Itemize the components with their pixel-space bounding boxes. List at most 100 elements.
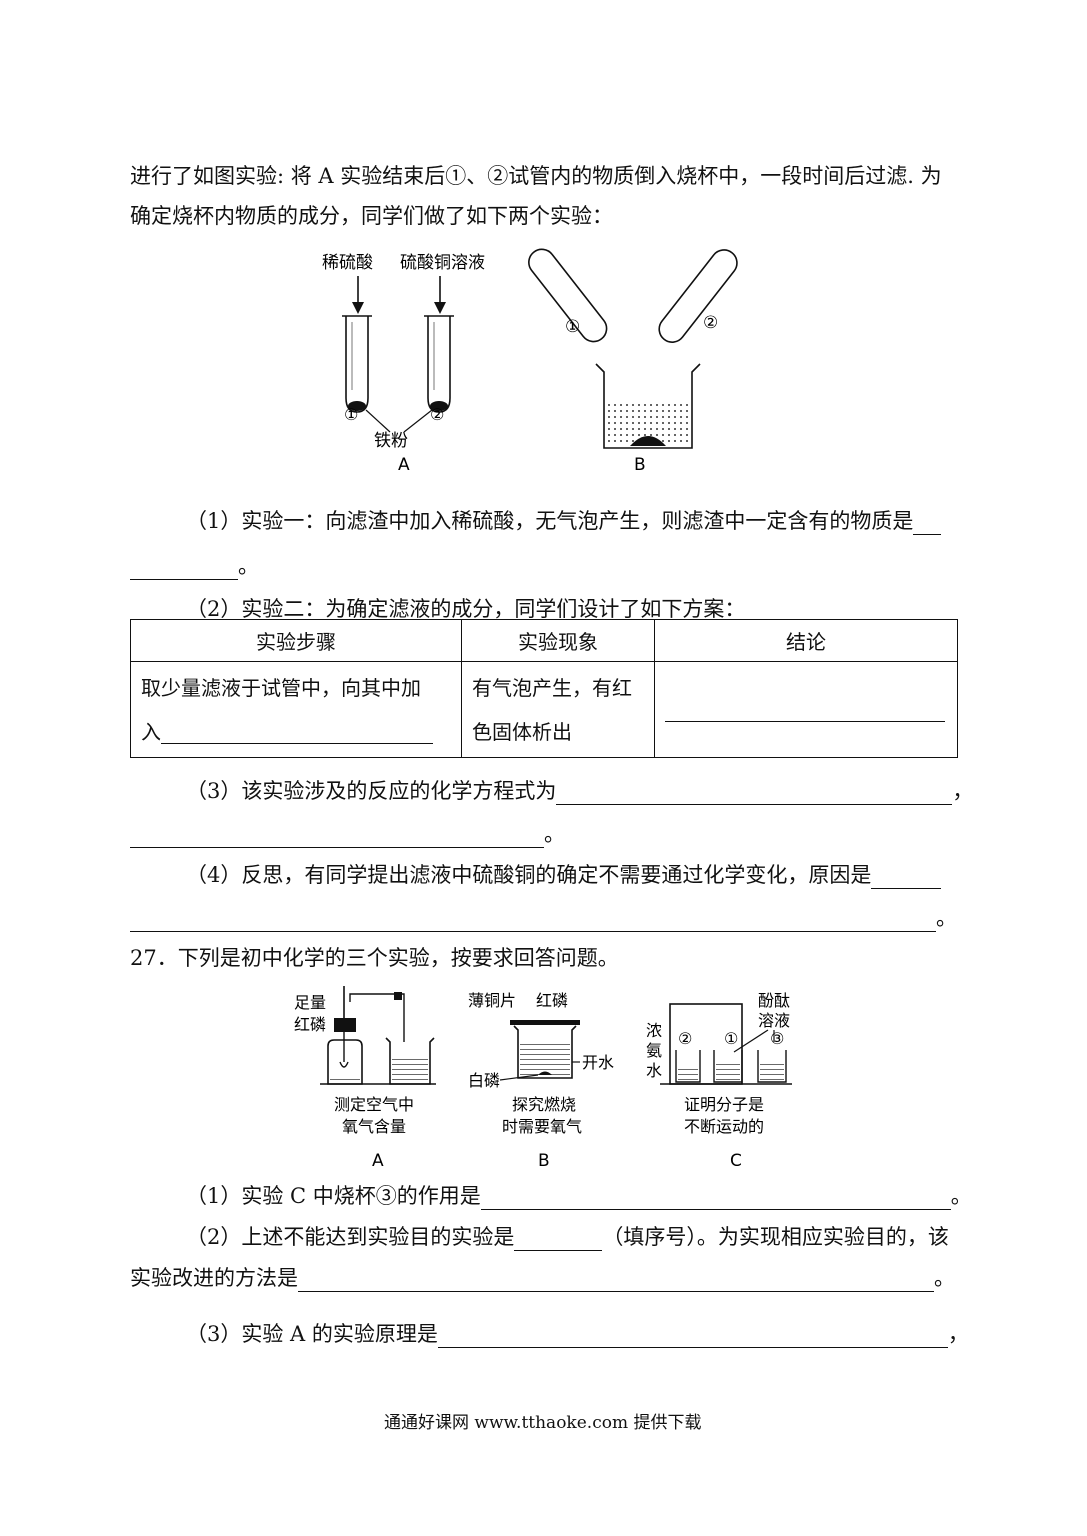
figure-label-a: A [398,455,410,475]
q27-part1-end: 。 [950,1184,972,1208]
b-label-red-phosphorus: 红磷 [536,991,568,1010]
iron-powder-label: 铁粉 [374,431,408,451]
test-tube-1 [345,316,369,413]
c-label-phenol-1: 酚酞 [758,991,790,1010]
b-label-hot-water: 开水 [582,1053,614,1072]
answer-blank-4a[interactable] [871,887,942,889]
answer-blank-27-3[interactable] [437,1346,948,1348]
page-footer: 通通好课网 www.tthaoke.com 提供下载 [384,1413,702,1433]
table-cell-conclusion [654,661,958,758]
q26-part2: （2）实验二：为确定滤液的成分，同学们设计了如下方案： [186,597,746,621]
b-label-white-phosphorus: 白磷 [468,1071,500,1090]
table-header-phenomenon: 实验现象 [461,619,655,662]
c-caption-1: 证明分子是 [684,1095,764,1114]
q26-part1: （1）实验一：向滤渣中加入稀硫酸，无气泡产生，则滤渣中一定含有的物质是 [186,505,942,535]
q26-part4-cont: 。 [130,902,957,932]
answer-blank-1b[interactable] [130,578,238,580]
step-line-2: 入 [141,719,161,744]
copper-sheet [510,1020,580,1025]
c-label-ammonia-2: 氨 [646,1041,662,1060]
intro-line-1: 进行了如图实验: 将 A 实验结束后①、②试管内的物质倒入烧杯中，一段时间后过滤… [130,164,942,188]
arrowhead-right [434,302,446,314]
c-figure-label: C [730,1151,742,1171]
a-caption-1: 测定空气中 [334,1095,414,1114]
q27-part2-end: 。 [934,1266,955,1290]
tube-1-label: ① [344,405,358,424]
q27-part2-text-a: （2）上述不能达到实验目的实验是 [186,1225,515,1249]
beaker-b2 [513,1025,577,1079]
a-figure-label: A [372,1151,384,1171]
q26-part4-end: 。 [936,906,957,930]
iron-powder-1 [348,401,366,411]
a-label-phosphorus-2: 红磷 [294,1015,326,1034]
label-copper-sulfate: 硫酸铜溶液 [400,253,485,273]
q26-part3-comma: ， [952,779,974,803]
beaker-c2 [675,1050,701,1083]
bottle-a [327,1039,363,1085]
table-cell-step: 取少量滤液于试管中，向其中加 入 [130,661,462,758]
b-caption-2: 时需要氧气 [502,1117,582,1136]
q27-part3-text: （3）实验 A 的实验原理是 [186,1322,438,1346]
figure-label-b: B [634,455,646,475]
q27-part1-text: （1）实验 C 中烧杯③的作用是 [186,1184,481,1208]
beaker-b [595,363,701,449]
phenomenon-line-1: 有气泡产生，有红 [472,675,632,700]
q27-part3: （3）实验 A 的实验原理是 ， [186,1318,969,1348]
q27-part2-text-c: 实验改进的方法是 [130,1266,298,1290]
answer-blank-reagent[interactable] [161,742,433,744]
beaker-c3 [757,1050,787,1083]
table-header-conclusion: 结论 [654,619,958,662]
figure-test-tubes: 稀硫酸 硫酸铜溶液 ① ② 铁粉 A ① ② [322,248,738,475]
q26-part3: （3）该实验涉及的反应的化学方程式为 ， [186,775,973,805]
q26-part3-text: （3）该实验涉及的反应的化学方程式为 [186,779,557,803]
q26-part1-text: （1）实验一：向滤渣中加入稀硫酸，无气泡产生，则滤渣中一定含有的物质是 [186,509,914,533]
q27-part2: （2）上述不能达到实验目的实验是 （填序号）。为实现相应实验目的，该 [186,1221,949,1251]
iron-powder-2 [430,401,448,411]
c-beaker-1-label: ① [724,1029,738,1048]
stopper-a [334,1018,356,1032]
figure-three-experiments: 足量 红磷 测定空气中 氧气含量 A 薄铜片 红磷 开水 白磷 探究燃烧 时需要… [294,986,792,1171]
answer-blank-conclusion[interactable] [665,720,945,722]
connecting-tube-a [349,993,405,1042]
q26-part4-text: （4）反思，有同学提出滤液中硫酸铜的确定不需要通过化学变化，原因是 [186,863,872,887]
b-label-copper-sheet: 薄铜片 [468,991,516,1010]
answer-blank-4b[interactable] [130,930,936,932]
q26-part1-end: 。 [238,554,259,578]
table-header-steps: 实验步骤 [130,619,462,662]
c-label-ammonia-1: 浓 [646,1021,662,1040]
q27-part3-end: ， [947,1322,969,1346]
phenomenon-line-2: 色固体析出 [472,719,572,744]
c-beaker-3-label: ③ [770,1029,784,1048]
q26-part3-cont: 。 [130,818,565,848]
tilted-tube-1-label: ① [565,317,580,337]
intro-line-2: 确定烧杯内物质的成分，同学们做了如下两个实验： [130,204,613,228]
b-caption-1: 探究燃烧 [512,1095,576,1114]
q26-part3-end: 。 [544,822,565,846]
experiment-table: 实验步骤 实验现象 结论 取少量滤液于试管中，向其中加 入 有气泡产生，有红 色… [130,619,958,758]
tilted-tube-2-label: ② [703,313,718,333]
q26-part4: （4）反思，有同学提出滤液中硫酸铜的确定不需要通过化学变化，原因是 [186,859,942,889]
answer-blank-3b[interactable] [130,846,544,848]
label-dilute-sulfuric-acid: 稀硫酸 [322,253,373,273]
c-beaker-2-label: ② [678,1029,692,1048]
q27-title: 27．下列是初中化学的三个实验，按要求回答问题。 [130,946,619,970]
answer-blank-3a[interactable] [556,803,953,805]
q26-part1-cont: 。 [130,550,259,580]
answer-blank-27-2b[interactable] [298,1290,934,1292]
tube-2-label: ② [430,405,444,424]
residue-b [630,436,666,446]
a-caption-2: 氧气含量 [342,1117,406,1136]
answer-blank-1a[interactable] [913,533,942,535]
q27-part2-text-b: （填序号）。为实现相应实验目的，该 [602,1225,949,1249]
step-line-1: 取少量滤液于试管中，向其中加 [141,675,421,700]
arrowhead-left [352,302,364,314]
answer-blank-27-1[interactable] [480,1208,951,1210]
c-label-ammonia-3: 水 [646,1061,662,1080]
c-label-phenol-2: 溶液 [758,1011,790,1030]
answer-blank-27-2a[interactable] [514,1249,603,1251]
tilted-tube-2 [658,249,738,343]
tilted-tube-1 [528,248,608,343]
q27-part2-cont: 实验改进的方法是 。 [130,1262,955,1292]
test-tube-2 [427,316,451,413]
